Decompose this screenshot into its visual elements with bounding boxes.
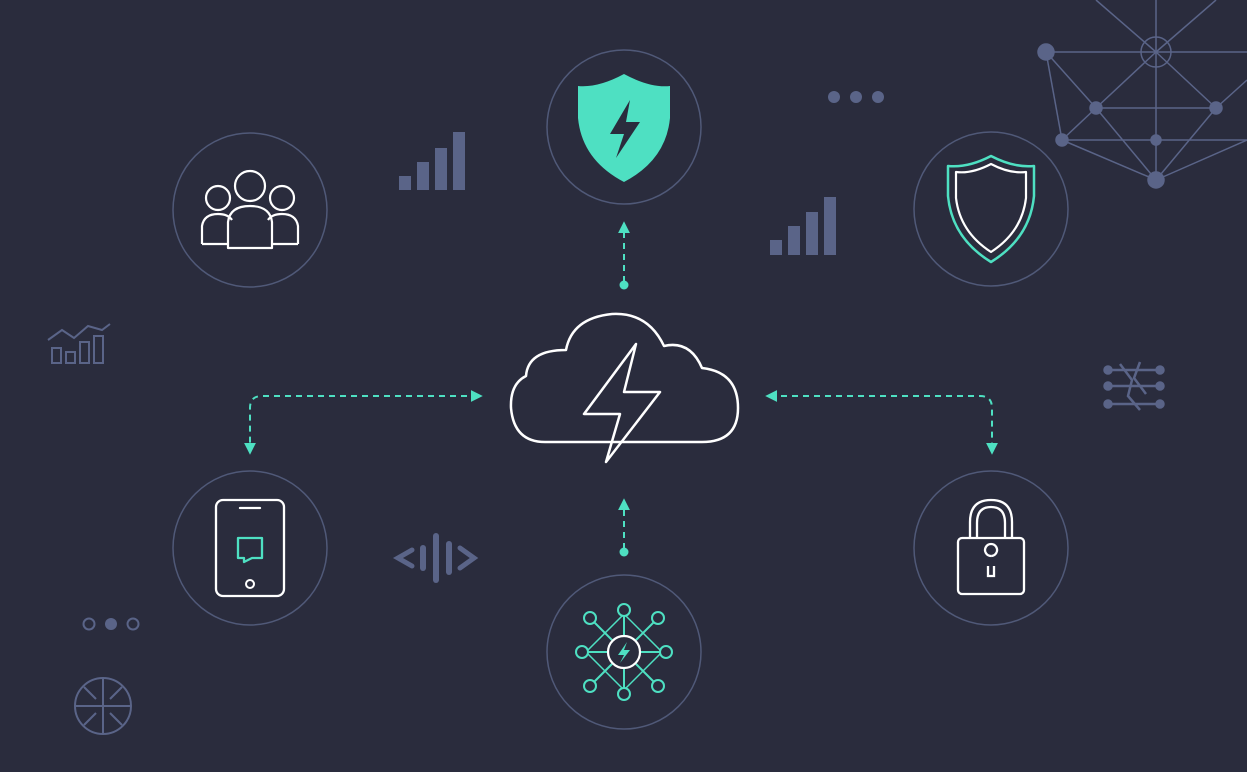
cloud-lightning-icon bbox=[509, 312, 740, 464]
shield-lightning-icon bbox=[578, 74, 670, 182]
mesh-network-icon bbox=[1037, 0, 1247, 189]
chat-bubble-icon bbox=[236, 536, 264, 564]
circuit-icon bbox=[1103, 361, 1165, 411]
network-hub-icon bbox=[575, 603, 673, 701]
radar-icon bbox=[74, 677, 132, 735]
line-bar-chart-icon bbox=[47, 323, 111, 364]
dots-icon bbox=[828, 91, 884, 103]
connector-center-to-bottom-left bbox=[244, 390, 483, 455]
bar-chart-icon bbox=[770, 197, 836, 255]
node-bottom[interactable] bbox=[546, 574, 702, 730]
tablet-chat-icon bbox=[214, 498, 286, 598]
users-group-icon bbox=[200, 169, 300, 250]
node-bottom-left[interactable] bbox=[172, 470, 328, 626]
connector-center-to-top bbox=[618, 221, 630, 290]
node-top-right[interactable] bbox=[913, 131, 1069, 287]
padlock-icon bbox=[956, 498, 1026, 596]
shield-outline-icon bbox=[946, 154, 1036, 264]
node-top[interactable] bbox=[546, 49, 702, 205]
node-bottom-right[interactable] bbox=[913, 470, 1069, 626]
bar-chart-icon bbox=[399, 132, 465, 190]
connector-bottom-to-center bbox=[618, 498, 630, 557]
node-top-left[interactable] bbox=[172, 132, 328, 288]
audio-wave-icon bbox=[392, 533, 479, 583]
dots-icon bbox=[82, 617, 140, 631]
connector-center-to-bottom-right bbox=[765, 390, 998, 455]
